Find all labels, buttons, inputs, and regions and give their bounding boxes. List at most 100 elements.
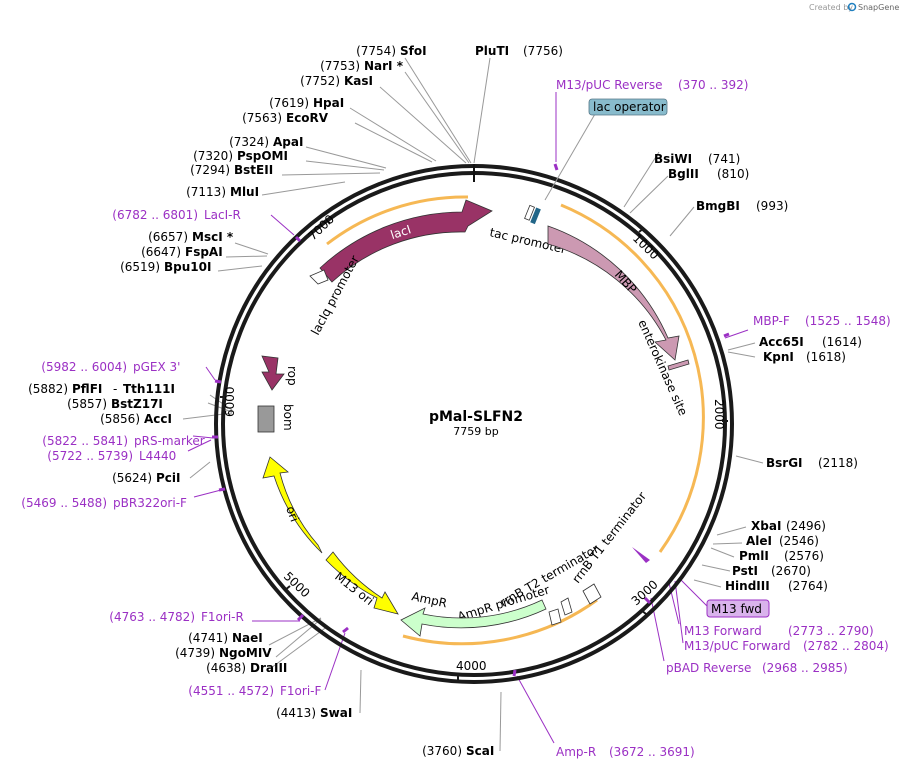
lac-operator-leader xyxy=(544,113,596,201)
enzyme-NarI-pos: (7753) xyxy=(320,59,360,73)
tac-promoter-feature[interactable] xyxy=(524,204,535,221)
primer-pBAD-Reverse[interactable]: pBAD Reverse xyxy=(666,661,751,675)
enzyme-PluTI[interactable]: PluTI xyxy=(475,44,509,58)
primer-F1ori-F-range: (4551 .. 4572) xyxy=(188,684,274,698)
enterokinase-site-feature[interactable] xyxy=(667,359,690,371)
lacIq-promoter-feature[interactable] xyxy=(309,269,329,285)
lac-operator-label: lac operator xyxy=(593,100,666,114)
M13-ori-feature[interactable] xyxy=(325,551,399,615)
primer-L4440-range: (5722 .. 5739) xyxy=(47,449,133,463)
lacI-feature[interactable] xyxy=(319,199,493,283)
enzyme-SwaI[interactable]: SwaI xyxy=(320,706,352,720)
enzyme-Bpu10I-pos: (6519) xyxy=(120,260,160,274)
MBP-feature[interactable] xyxy=(547,225,680,361)
enzyme-DraIII[interactable]: DraIII xyxy=(250,661,287,675)
M13-fwd-badge[interactable] xyxy=(706,599,770,618)
enzyme-MluI-pos: (7113) xyxy=(186,185,226,199)
primer-MBP-F[interactable]: MBP-F xyxy=(753,314,790,328)
primer-pRS-marker[interactable]: pRS-marker xyxy=(134,434,205,448)
enzyme-separator: - xyxy=(113,382,117,396)
enzyme-Tth111I[interactable]: Tth111I xyxy=(123,382,175,396)
enzyme-ScaI-pos: (3760) xyxy=(422,744,462,758)
enzyme-Acc65I-pos: (1614) xyxy=(822,335,862,349)
enzyme-HindIII[interactable]: HindIII xyxy=(725,579,770,593)
primer-pBR322ori-F[interactable]: pBR322ori-F xyxy=(113,496,187,510)
primer-pGEX-3[interactable]: pGEX 3' xyxy=(133,360,180,374)
enzyme-BglII-pos: (810) xyxy=(717,167,749,181)
enzyme-KasI[interactable]: KasI xyxy=(344,74,373,88)
enzyme-NarI[interactable]: NarI * xyxy=(364,59,404,73)
AmpR-promoter-feature[interactable] xyxy=(548,608,562,626)
primer-marks xyxy=(212,163,730,677)
enzyme-BstEII-pos: (7294) xyxy=(190,163,230,177)
enzyme-Bpu10I[interactable]: Bpu10I xyxy=(164,260,211,274)
primer-pBAD-Reverse-range: (2968 .. 2985) xyxy=(762,661,848,675)
primer-Amp-R-range: (3672 .. 3691) xyxy=(609,745,695,759)
enzyme-PstI-pos: (2670) xyxy=(771,564,811,578)
enzyme-PmlI[interactable]: PmlI xyxy=(739,549,769,563)
enzyme-MscI[interactable]: MscI * xyxy=(192,230,234,244)
primer-Amp-R[interactable]: Amp-R xyxy=(556,745,596,759)
primer-M13-Forward[interactable]: M13 Forward xyxy=(684,624,762,638)
enzyme-HpaI[interactable]: HpaI xyxy=(313,96,344,110)
enzyme-PspOMI-pos: (7320) xyxy=(193,149,233,163)
enzyme-BglII[interactable]: BglII xyxy=(668,167,699,181)
AmpR-feature[interactable] xyxy=(400,599,547,637)
enzyme-BsiWI-pos: (741) xyxy=(708,152,740,166)
enzyme-BstEII[interactable]: BstEII xyxy=(234,163,273,177)
enzyme-PflFI[interactable]: PflFI xyxy=(72,382,102,396)
rrnB-T2-terminator-feature[interactable] xyxy=(560,597,573,616)
primer-M13-pUC-Forward[interactable]: M13/pUC Forward xyxy=(684,639,791,653)
enzyme-BmgBI[interactable]: BmgBI xyxy=(696,199,740,213)
enzyme-PspOMI[interactable]: PspOMI xyxy=(237,149,288,163)
enzyme-BsrGI[interactable]: BsrGI xyxy=(766,456,803,470)
enzyme-AccI[interactable]: AccI xyxy=(144,412,172,426)
plasmid-name: pMal-SLFN2 xyxy=(429,409,523,425)
enzyme-ApaI[interactable]: ApaI xyxy=(273,135,303,149)
lac-operator-feature[interactable] xyxy=(530,207,541,225)
primer-leader-lines xyxy=(187,92,749,744)
enzyme-AleI[interactable]: AleI xyxy=(746,534,772,548)
enzyme-Acc65I[interactable]: Acc65I xyxy=(759,335,804,349)
enzyme-BsrGI-pos: (2118) xyxy=(818,456,858,470)
primer-M13-pUC-Reverse[interactable]: M13/pUC Reverse xyxy=(556,78,663,92)
enzyme-KpnI[interactable]: KpnI xyxy=(763,350,794,364)
tick-6000: 6000 xyxy=(223,386,237,417)
enzyme-NaeI[interactable]: NaeI xyxy=(232,631,263,645)
enzyme-BsiWI[interactable]: BsiWI xyxy=(654,152,692,166)
primer-MBP-F-range: (1525 .. 1548) xyxy=(805,314,891,328)
enzyme-KpnI-pos: (1618) xyxy=(806,350,846,364)
enzyme-NaeI-pos: (4741) xyxy=(188,631,228,645)
primer-F1ori-F[interactable]: F1ori-F xyxy=(280,684,321,698)
primer-M13-Forward-range: (2773 .. 2790) xyxy=(788,624,874,638)
bom-feature[interactable] xyxy=(257,405,275,433)
feature-highlight-arcs xyxy=(326,195,705,646)
primer-L4440[interactable]: L4440 xyxy=(139,449,176,463)
snapgene-logo-icon xyxy=(847,2,857,12)
enzyme-XbaI[interactable]: XbaI xyxy=(751,519,781,533)
enzyme-FspAI[interactable]: FspAI xyxy=(185,245,223,259)
enzyme-MscI-pos: (6657) xyxy=(148,230,188,244)
enzyme-FspAI-pos: (6647) xyxy=(141,245,181,259)
enzyme-BstZ17I[interactable]: BstZ17I xyxy=(111,397,163,411)
enzyme-NgoMIV[interactable]: NgoMIV xyxy=(219,646,272,660)
primer-LacI-R[interactable]: LacI-R xyxy=(204,208,241,222)
M13-fwd-label: M13 fwd xyxy=(711,602,762,616)
rrnB-T1-terminator-feature[interactable] xyxy=(582,583,602,605)
enzyme-PstI[interactable]: PstI xyxy=(732,564,758,578)
primer-F1ori-R[interactable]: F1ori-R xyxy=(201,610,244,624)
enzyme-ScaI[interactable]: ScaI xyxy=(466,744,494,758)
enzyme-PciI[interactable]: PciI xyxy=(156,471,181,485)
tick-4000: 4000 xyxy=(456,659,487,673)
primer-M13-pUC-Forward-range: (2782 .. 2804) xyxy=(803,639,889,653)
enzyme-EcoRV[interactable]: EcoRV xyxy=(286,111,329,125)
rop-feature[interactable] xyxy=(261,355,285,391)
enzyme-MluI[interactable]: MluI xyxy=(230,185,259,199)
lac-operator-badge[interactable] xyxy=(588,98,668,116)
M13-ori-label: M13 ori xyxy=(332,569,376,608)
ori-feature[interactable] xyxy=(262,456,323,554)
enzyme-DraIII-pos: (4638) xyxy=(206,661,246,675)
enzyme-HindIII-pos: (2764) xyxy=(788,579,828,593)
enzyme-SfoI[interactable]: SfoI xyxy=(400,44,427,58)
